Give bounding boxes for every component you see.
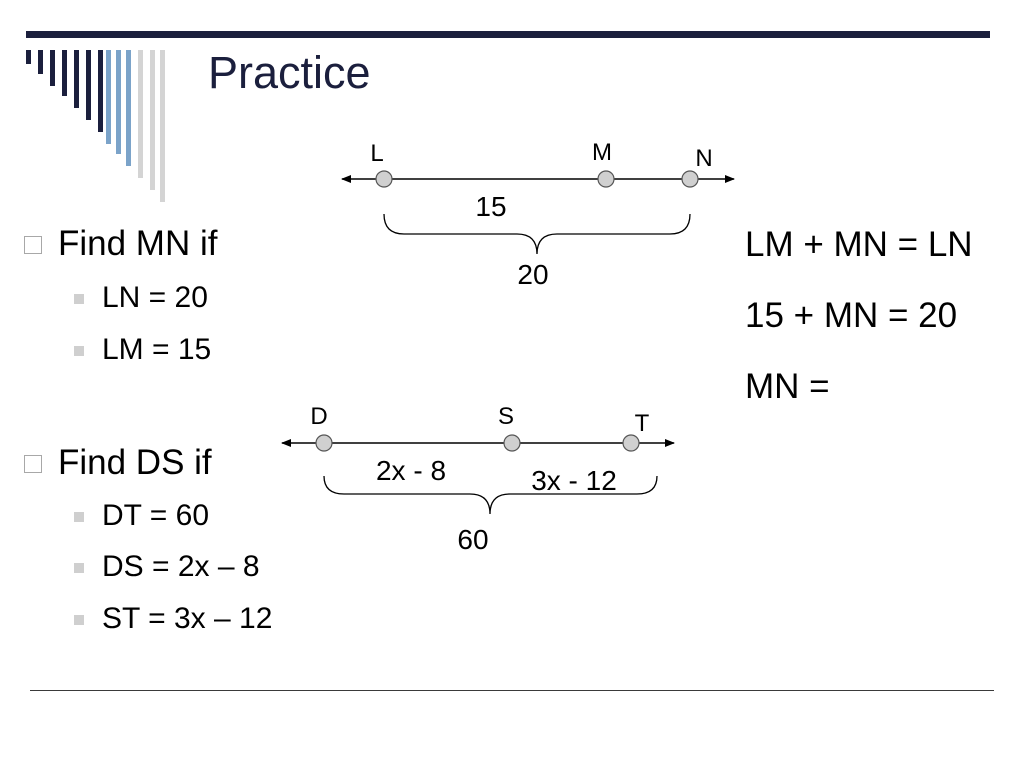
- stripe: [74, 50, 79, 108]
- bottom-rule: [30, 690, 994, 691]
- segment-diagram-dst: D S T 2x - 8 3x - 12 60: [281, 403, 675, 555]
- total-label: 20: [517, 259, 548, 290]
- stripe: [98, 50, 103, 132]
- point-n: [681, 170, 699, 188]
- work-equation: LM + MN = LN: [745, 225, 973, 264]
- stripe: [126, 50, 131, 166]
- total-label: 60: [457, 524, 488, 555]
- brace: [323, 475, 658, 515]
- point-l: [375, 170, 393, 188]
- bullet-square-icon: [74, 294, 84, 304]
- problem-2-given: ST = 3x – 12: [102, 602, 273, 635]
- stripe: [150, 50, 155, 190]
- segment-label: 2x - 8: [376, 455, 446, 486]
- top-bar: [26, 31, 990, 38]
- point-label: L: [370, 140, 383, 167]
- bullet-square-icon: [24, 236, 42, 254]
- point-label: S: [498, 403, 514, 430]
- point-t: [622, 434, 640, 452]
- point-label: M: [592, 139, 612, 166]
- stripe: [38, 50, 43, 74]
- problem-1-given: LM = 15: [102, 333, 212, 366]
- brace: [383, 213, 691, 255]
- problem-2-given: DS = 2x – 8: [102, 550, 260, 583]
- slide-title: Practice: [208, 47, 371, 98]
- stripe: [62, 50, 67, 96]
- bullet-square-icon: [74, 615, 84, 625]
- bullet-square-icon: [74, 512, 84, 522]
- point-d: [315, 434, 333, 452]
- point-label: T: [635, 410, 650, 437]
- bullet-square-icon: [74, 346, 84, 356]
- segment-diagram-lmn: L M N 15 20: [341, 139, 735, 290]
- segment-label: 15: [475, 191, 506, 222]
- stripe: [50, 50, 55, 86]
- stripe: [106, 50, 111, 144]
- work-equation: MN =: [745, 367, 830, 406]
- work-equation: 15 + MN = 20: [745, 296, 958, 335]
- problem-2-given: DT = 60: [102, 499, 210, 532]
- point-label: D: [310, 403, 327, 430]
- problem-1-prompt: Find MN if: [58, 224, 218, 263]
- stripe: [116, 50, 121, 154]
- point-label: N: [695, 145, 712, 172]
- problem-1-given: LN = 20: [102, 281, 208, 314]
- stripe: [160, 50, 165, 202]
- stripe: [86, 50, 91, 120]
- problem-2-prompt: Find DS if: [58, 443, 212, 482]
- segment-label: 3x - 12: [531, 465, 617, 496]
- stripe: [138, 50, 143, 178]
- point-s: [503, 434, 521, 452]
- bullet-square-icon: [74, 563, 84, 573]
- point-m: [597, 170, 615, 188]
- bullet-square-icon: [24, 455, 42, 473]
- stripe: [26, 50, 31, 64]
